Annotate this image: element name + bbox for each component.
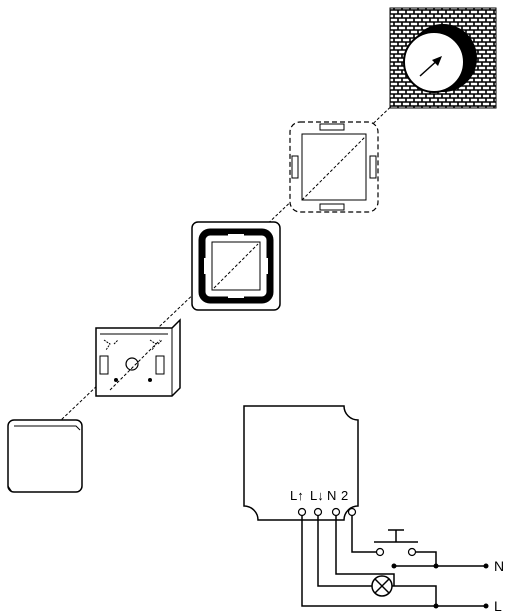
terminal-screw bbox=[313, 507, 323, 517]
terminal-screw bbox=[297, 507, 307, 517]
wall-box bbox=[389, 7, 497, 109]
lamp-icon bbox=[371, 575, 393, 597]
terminal-screw bbox=[331, 507, 341, 517]
line-label: L bbox=[494, 598, 502, 614]
junction-dot bbox=[483, 603, 489, 609]
connection-box bbox=[243, 405, 359, 521]
cover-frame bbox=[191, 221, 281, 311]
terminal-label-l-up: L↑ bbox=[290, 488, 304, 503]
terminal-label-n: N bbox=[327, 488, 336, 503]
insert-module bbox=[95, 318, 181, 397]
mounting-frame bbox=[289, 121, 379, 213]
arrow-icon bbox=[432, 56, 442, 66]
push-button bbox=[374, 529, 418, 557]
terminal-label-l-down: L↓ bbox=[310, 488, 324, 503]
rocker-cover bbox=[7, 419, 83, 493]
junction-dot bbox=[433, 563, 439, 569]
terminal-label-2: 2 bbox=[341, 488, 348, 503]
terminal-screw bbox=[347, 507, 357, 517]
junction-dot bbox=[433, 603, 439, 609]
neutral-label: N bbox=[494, 558, 504, 574]
junction-dot bbox=[483, 563, 489, 569]
junction-dot bbox=[391, 563, 397, 569]
